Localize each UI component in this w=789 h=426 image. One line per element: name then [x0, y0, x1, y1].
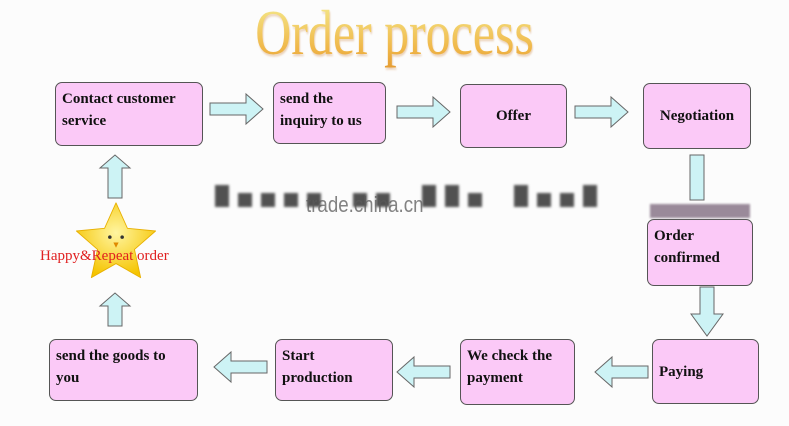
watermark: trade.china.cn — [306, 192, 424, 217]
arrow-right-icon — [396, 95, 451, 129]
blurred-slogan — [215, 175, 620, 207]
arrow-down-icon — [689, 154, 705, 201]
happy-repeat-order-label: Happy&Repeat order — [40, 248, 169, 264]
arrow-left-icon — [396, 355, 451, 389]
step-send-inquiry: send the inquiry to us — [273, 82, 386, 144]
diagram-title: Order process — [87, 0, 702, 70]
arrow-left-icon — [213, 350, 268, 384]
step-negotiation: Negotiation — [643, 83, 751, 149]
blurred-bar — [650, 204, 750, 218]
arrow-down-icon — [690, 286, 724, 337]
arrow-left-icon — [594, 355, 649, 389]
arrow-right-icon — [209, 92, 264, 126]
step-contact-customer-service: Contact customer service — [55, 82, 203, 146]
arrow-up-icon — [98, 154, 132, 199]
step-paying: Paying — [652, 339, 759, 404]
step-order-confirmed: Order confirmed — [647, 219, 753, 286]
step-we-check-payment: We check the payment — [460, 339, 575, 405]
step-offer: Offer — [460, 84, 567, 148]
arrow-up-icon — [98, 292, 132, 327]
happy-star-icon — [75, 202, 157, 279]
arrow-right-icon — [574, 95, 629, 129]
step-start-production: Start production — [275, 339, 393, 401]
step-send-goods: send the goods to you — [49, 339, 198, 401]
